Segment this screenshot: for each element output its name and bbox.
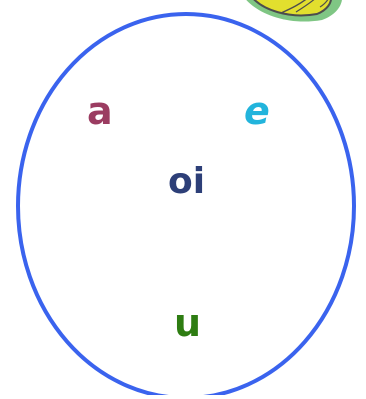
letter-e: e xyxy=(244,92,270,130)
yellow-leaf-icon xyxy=(243,0,342,22)
letter-a: a xyxy=(87,92,113,130)
letter-oi: oi xyxy=(168,164,205,200)
letter-u: u xyxy=(174,304,201,342)
